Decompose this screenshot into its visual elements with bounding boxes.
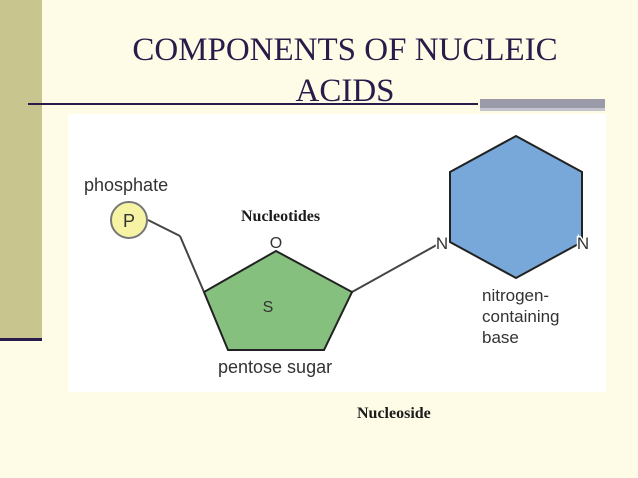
base-label-line1: nitrogen-	[482, 286, 549, 305]
sugar-label: pentose sugar	[218, 357, 332, 377]
phosphate-bond-a	[147, 219, 181, 237]
accent-rule	[480, 99, 605, 108]
phosphate-label: phosphate	[84, 175, 168, 195]
phosphate-circle	[110, 201, 148, 239]
sugar-symbol: S	[263, 299, 274, 316]
accent-rule-shadow	[480, 108, 605, 111]
base-hexagon	[449, 134, 583, 280]
diagram-panel: P phosphate O S pentose sugar N N nitrog…	[68, 114, 606, 392]
sidebar-rule	[0, 338, 42, 341]
nucleotides-label: Nucleotides	[241, 208, 321, 225]
nucleoside-label: Nucleoside	[357, 405, 431, 422]
sugar-oxygen: O	[270, 235, 282, 252]
phosphate-symbol: P	[123, 211, 135, 231]
phosphate-bond-b	[179, 235, 205, 293]
sidebar-accent	[0, 0, 42, 340]
pentose-sugar-pentagon	[202, 249, 354, 351]
base-label-line3: base	[482, 328, 519, 347]
title-rule	[28, 103, 478, 105]
slide-title: COMPONENTS OF NUCLEIC ACIDS	[132, 32, 558, 109]
base-nitrogen-left: N	[436, 234, 448, 253]
glycosidic-bond	[351, 241, 443, 293]
base-label-line2: containing	[482, 307, 560, 326]
nucleotide-diagram: P phosphate O S pentose sugar N N nitrog…	[84, 134, 591, 377]
base-nitrogen-right: N	[577, 234, 589, 253]
